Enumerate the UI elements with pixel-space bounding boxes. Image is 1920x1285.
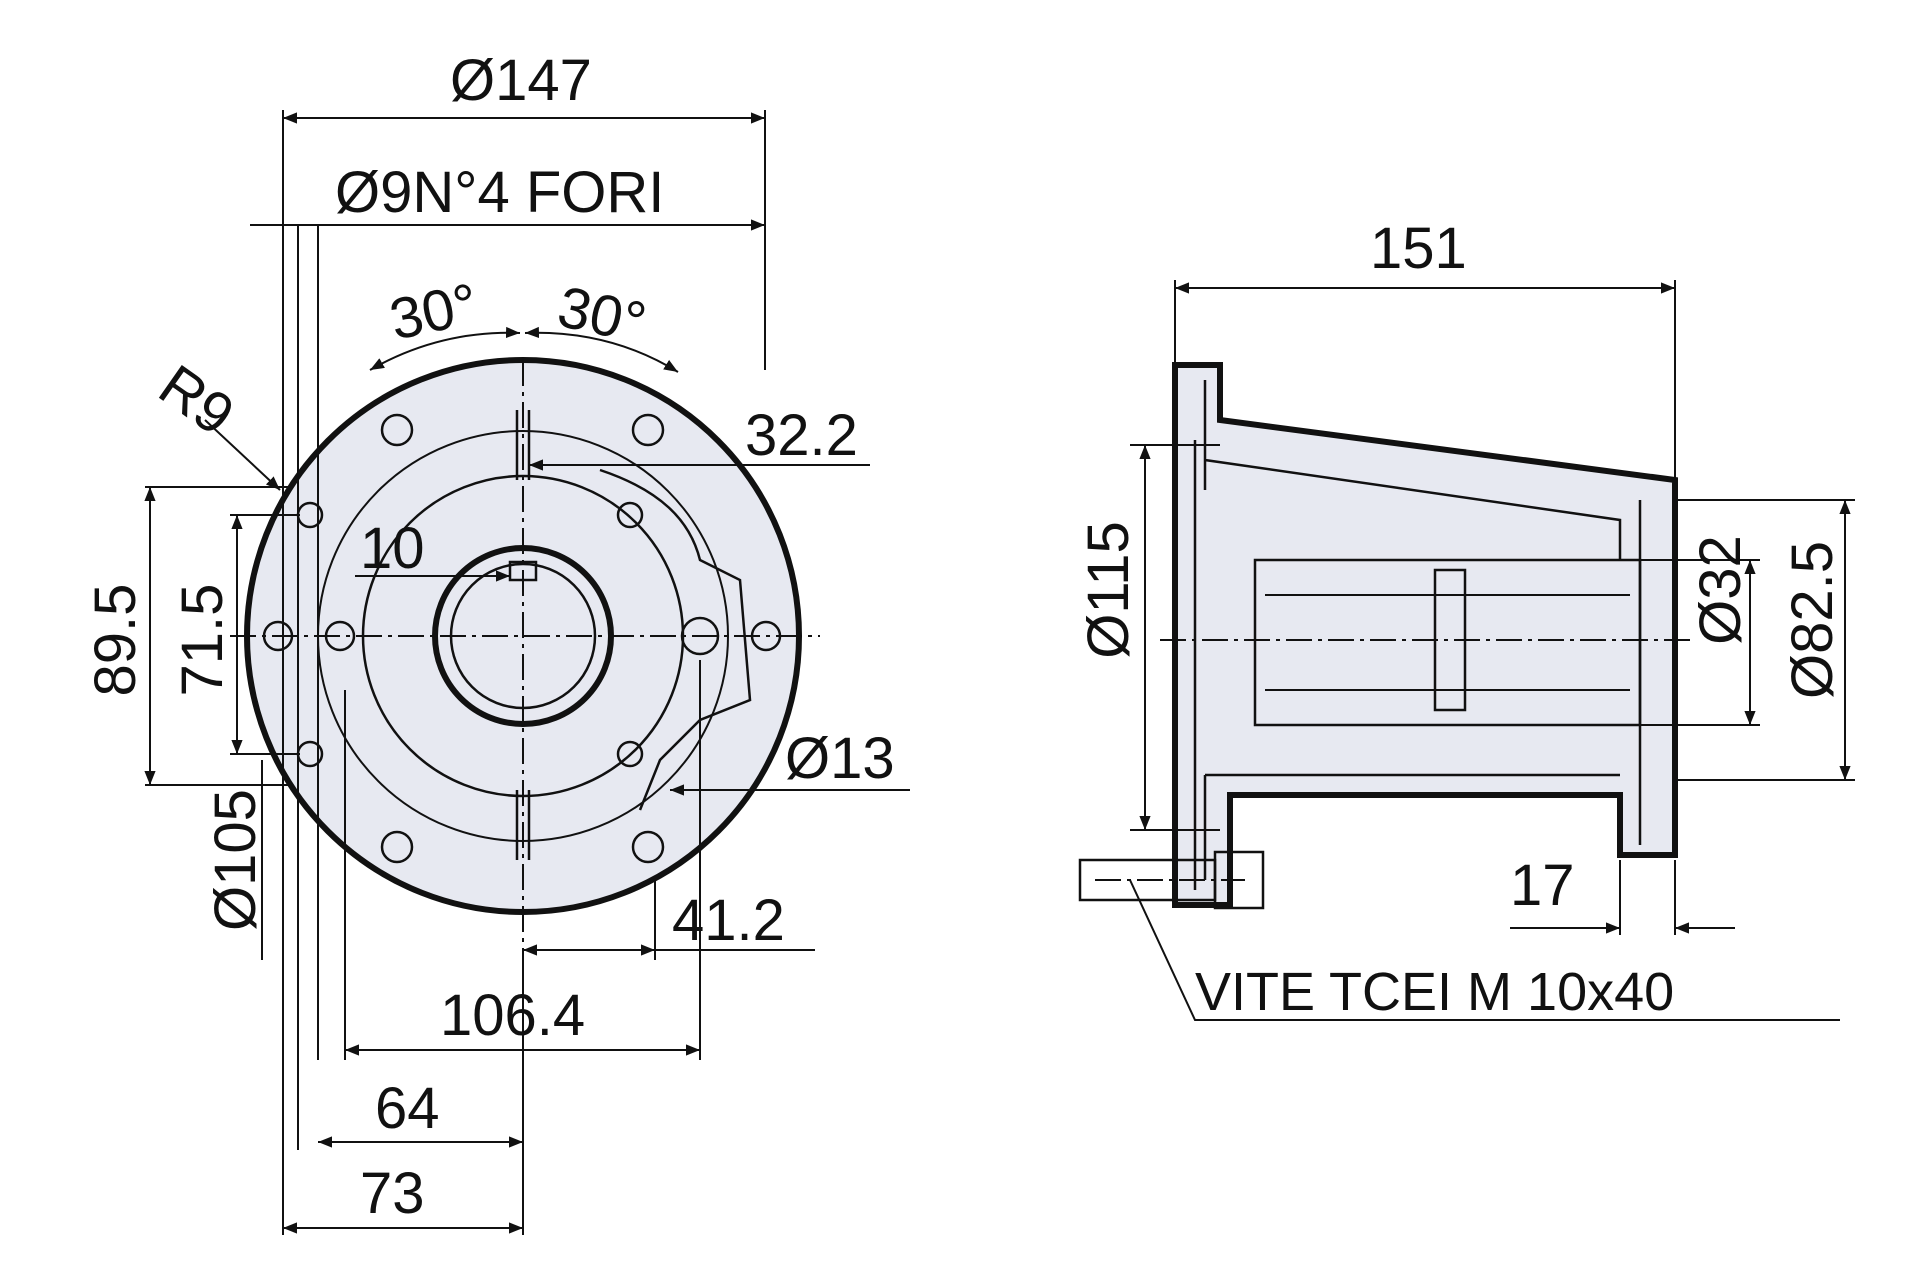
dim-64-label: 64: [375, 1076, 440, 1141]
dim-151-label: 151: [1370, 216, 1467, 281]
dim-73-label: 73: [360, 1161, 425, 1226]
hole: [616, 501, 644, 529]
angle-30-left-label: 30°: [384, 271, 483, 353]
dim-holes-label: Ø9N°4 FORI: [335, 160, 664, 225]
dim-82-5-label: Ø82.5: [1780, 541, 1845, 699]
angle-30-right-label: 30°: [552, 274, 651, 356]
front-view: Ø147 Ø9N°4 FORI 30° 30° R9 32.2 10 89.5 …: [83, 48, 910, 1235]
side-view: 151 Ø115 Ø32 Ø82.5 17 VITE TCEI M 10x40: [1076, 216, 1855, 1022]
housing-profile: [599, 468, 752, 811]
housing-body: [1175, 365, 1675, 905]
radius-r9-label: R9: [148, 352, 246, 448]
dim-13-label: Ø13: [785, 726, 895, 791]
dim-89-5-label: 89.5: [83, 584, 148, 697]
screw-leader: [1129, 879, 1840, 1021]
dim-105-label: Ø105: [203, 789, 268, 931]
hole: [631, 830, 665, 864]
dim-10-label: 10: [360, 516, 425, 581]
dim-32-label: Ø32: [1688, 535, 1753, 645]
housing-outline: [1172, 362, 1678, 908]
hole: [380, 830, 414, 864]
hole: [616, 740, 644, 768]
arc-30-right: [524, 326, 679, 373]
dim-71-5-label: 71.5: [170, 584, 235, 697]
screw-note: VITE TCEI M 10x40: [1195, 962, 1674, 1022]
hole: [380, 413, 414, 447]
leader-r9: [204, 419, 281, 491]
dim-17-label: 17: [1510, 853, 1575, 918]
dim-41-2-label: 41.2: [672, 888, 785, 953]
bore: [1253, 558, 1642, 727]
arc-30-left: [369, 326, 521, 371]
dim-115-label: Ø115: [1076, 521, 1141, 659]
housing-inner-line: [1203, 380, 1622, 880]
dim-106-4-label: 106.4: [440, 983, 585, 1048]
hole: [631, 413, 665, 447]
dim-32-2-label: 32.2: [745, 403, 858, 468]
dim-147-label: Ø147: [450, 48, 592, 113]
